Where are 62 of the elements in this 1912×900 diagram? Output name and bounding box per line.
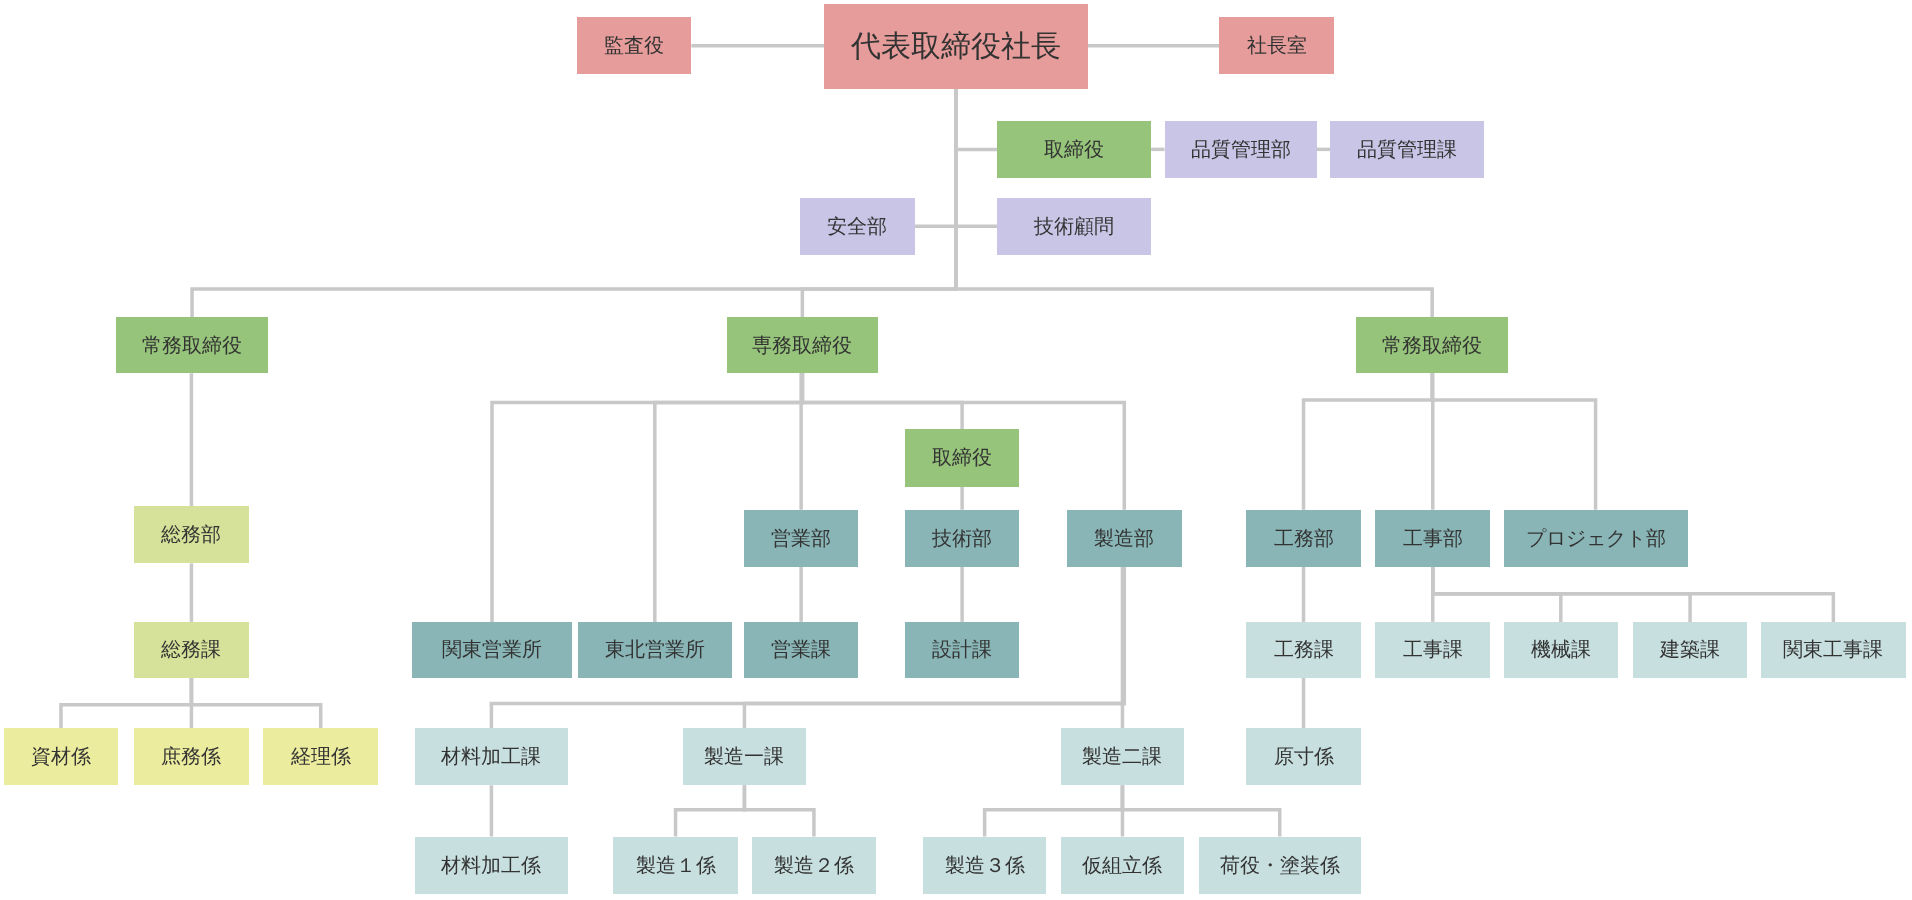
org-unit-box: 製造２係: [752, 836, 876, 894]
org-unit-box: 仮組立係: [1060, 836, 1184, 894]
org-unit-box: 製造３係: [923, 836, 1047, 894]
connector-line: [1301, 567, 1306, 622]
org-unit-box: 専務取締役: [726, 317, 878, 374]
org-unit-box: 営業部: [743, 509, 859, 567]
connector-line: [1430, 373, 1598, 510]
org-unit-box: 社長室: [1219, 17, 1334, 75]
org-unit-box: 工事課: [1375, 621, 1491, 678]
connector-line: [1120, 567, 1125, 728]
org-unit-box: 工務部: [1246, 509, 1361, 567]
connector-line: [1301, 678, 1306, 728]
org-unit-box: 営業課: [743, 621, 859, 678]
org-unit-box: 取締役: [997, 120, 1152, 178]
connector-line: [189, 678, 323, 728]
org-unit-box: 東北営業所: [578, 621, 732, 678]
org-unit-box: 製造二課: [1060, 727, 1184, 786]
connector-line: [489, 785, 494, 837]
org-unit-box: 安全部: [799, 197, 915, 255]
org-unit-box: 資材係: [3, 727, 119, 786]
org-unit-box: 代表取締役社長: [824, 3, 1088, 89]
org-unit-box: 監査役: [576, 17, 692, 75]
org-unit-box: 原寸係: [1246, 727, 1361, 786]
org-unit-box: 経理係: [263, 727, 378, 786]
connector-line: [742, 785, 816, 837]
connector-line: [189, 563, 194, 622]
connector-line: [799, 373, 803, 510]
connector-line: [960, 567, 964, 622]
connector-line: [799, 567, 803, 622]
org-unit-box: 関東営業所: [412, 621, 572, 678]
org-unit-box: 常務取締役: [115, 317, 269, 374]
org-unit-box: 取締役: [904, 429, 1020, 487]
org-unit-box: 建築課: [1632, 621, 1748, 678]
connector-line: [1431, 373, 1435, 510]
org-unit-box: 工事部: [1375, 509, 1491, 567]
org-unit-box: 技術部: [904, 509, 1020, 567]
org-unit-box: 品質管理部: [1164, 120, 1317, 178]
org-unit-box: 機械課: [1503, 621, 1619, 678]
org-unit-box: 総務部: [134, 506, 249, 564]
connector-line: [691, 44, 825, 48]
org-unit-box: 工務課: [1246, 621, 1361, 678]
org-unit-box: 製造部: [1066, 509, 1182, 567]
connector-line: [960, 486, 964, 510]
org-unit-box: 技術顧問: [997, 197, 1152, 255]
org-unit-box: 関東工事課: [1760, 621, 1906, 678]
connector-line: [1087, 44, 1220, 48]
org-unit-box: 庶務係: [134, 727, 249, 786]
connector-line: [1431, 567, 1836, 622]
connector-line: [742, 567, 1127, 728]
org-unit-box: 総務課: [134, 621, 249, 678]
connector-line: [1120, 785, 1282, 837]
org-unit-box: 材料加工係: [414, 836, 569, 894]
connector-line: [189, 373, 194, 507]
org-unit-box: 設計課: [904, 621, 1020, 678]
org-unit-box: 常務取締役: [1355, 317, 1509, 374]
org-unit-box: 荷役・塗装係: [1198, 836, 1361, 894]
org-unit-box: 製造１係: [613, 836, 738, 894]
connector-line: [800, 373, 1127, 510]
org-unit-box: 品質管理課: [1330, 120, 1484, 178]
org-unit-box: 材料加工課: [414, 727, 569, 786]
org-unit-box: 製造一課: [682, 727, 806, 786]
org-unit-box: プロジェクト部: [1503, 509, 1688, 567]
